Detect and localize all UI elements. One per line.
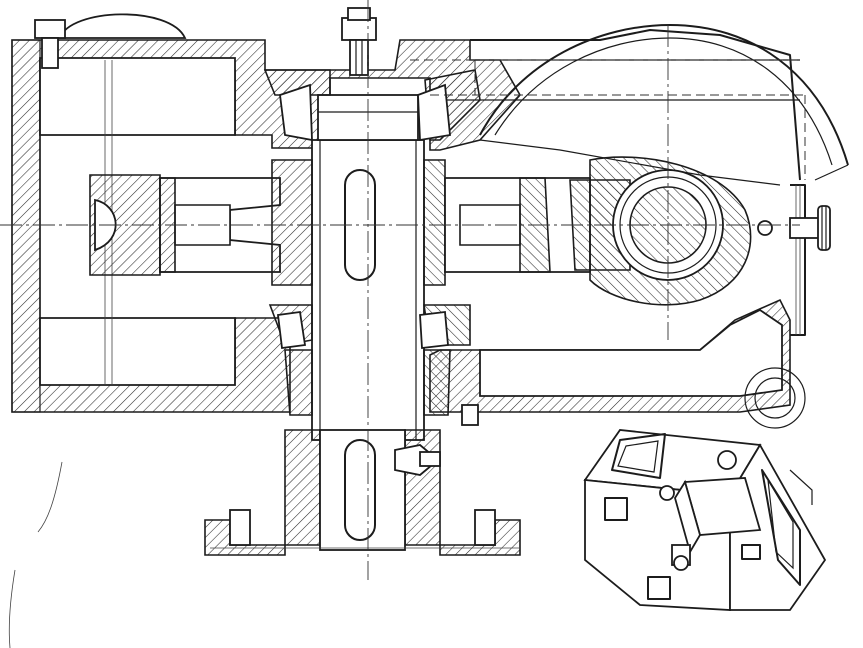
break-lines	[8, 461, 63, 648]
wheel-guard	[479, 24, 849, 181]
isometric-gearbox	[583, 429, 827, 611]
flange-base	[204, 429, 521, 556]
upper-bearings	[263, 69, 481, 142]
center-lines	[0, 0, 806, 580]
worm-wheel	[589, 156, 752, 306]
lower-bearings	[268, 304, 479, 426]
breather-cap	[34, 13, 187, 69]
drain-plug	[757, 205, 831, 251]
